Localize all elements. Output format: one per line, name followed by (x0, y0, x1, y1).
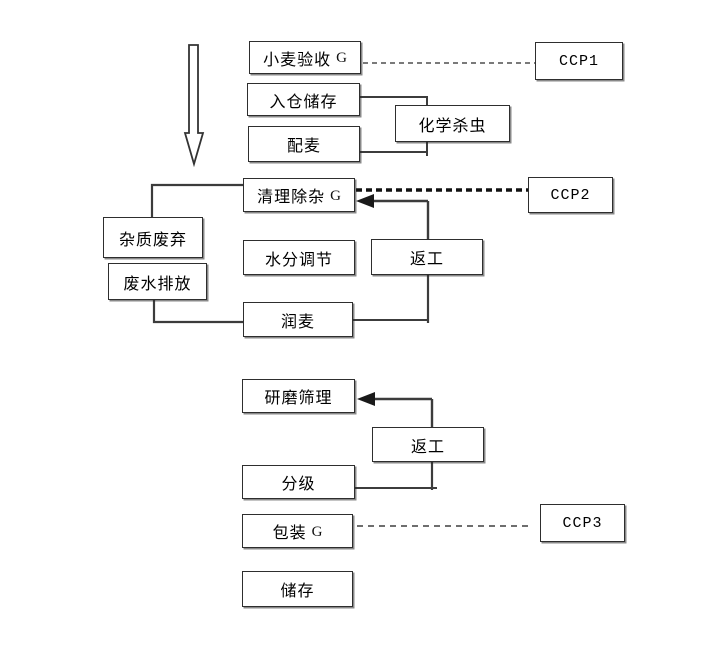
node-chemical-pest-control: 化学杀虫 (395, 105, 510, 142)
node-cleaning-impurity-removal: 清理除杂 G (243, 178, 355, 212)
node-storage-label: 储存 (280, 583, 315, 600)
node-moisture-adjustment: 水分调节 (243, 240, 355, 275)
node-rework-lower-label: 返工 (410, 438, 445, 456)
node-ccp2: CCP2 (528, 177, 613, 213)
arrowhead-into-grinding (357, 392, 375, 406)
node-moisture-adjustment-label: 水分调节 (264, 251, 333, 269)
connector-wastewater-to-tempering (152, 300, 243, 324)
node-impurity-disposal-label: 杂质废弃 (118, 231, 187, 249)
node-cleaning-label: 清理除杂 (257, 189, 326, 206)
node-grading: 分级 (242, 465, 355, 499)
g-suffix: G (311, 523, 323, 540)
node-ccp2-label: CCP2 (550, 186, 591, 204)
node-wheat-tempering: 润麦 (243, 302, 353, 337)
node-wheat-blending-label: 配麦 (286, 138, 321, 155)
node-rework-upper: 返工 (371, 239, 483, 275)
connector-cleaning-to-impurity (150, 183, 245, 217)
node-grinding-sieving: 研磨筛理 (242, 379, 355, 413)
node-wheat-blending: 配麦 (248, 126, 360, 162)
node-chemical-pest-control-label: 化学杀虫 (418, 117, 487, 135)
g-suffix: G (336, 50, 347, 66)
node-ccp1: CCP1 (535, 42, 623, 80)
node-grinding-sieving-label: 研磨筛理 (264, 390, 333, 407)
node-impurity-disposal: 杂质废弃 (103, 217, 203, 258)
node-ccp3: CCP3 (540, 504, 625, 542)
down-arrow-icon (183, 44, 205, 168)
node-storage: 储存 (242, 571, 353, 607)
g-suffix: G (330, 187, 341, 204)
node-wastewater-discharge-label: 废水排放 (123, 275, 192, 293)
node-warehouse-storage: 入仓储存 (247, 83, 360, 116)
arrowhead-into-cleaning (356, 194, 374, 208)
node-wheat-acceptance-label: 小麦验收 (263, 51, 332, 69)
node-warehouse-storage-label: 入仓储存 (269, 93, 338, 111)
node-ccp3-label: CCP3 (562, 514, 603, 532)
node-grading-label: 分级 (281, 476, 316, 493)
node-wheat-tempering-label: 润麦 (280, 313, 315, 331)
node-wastewater-discharge: 废水排放 (108, 263, 207, 300)
node-rework-lower: 返工 (372, 427, 484, 462)
node-wheat-acceptance: 小麦验收 G (249, 41, 361, 74)
connector-storage-to-pestcontrol (360, 96, 428, 106)
node-rework-upper-label: 返工 (409, 251, 444, 268)
node-ccp1-label: CCP1 (558, 52, 599, 70)
node-packaging-label: 包装 (272, 525, 307, 542)
node-packaging: 包装 G (242, 514, 353, 548)
